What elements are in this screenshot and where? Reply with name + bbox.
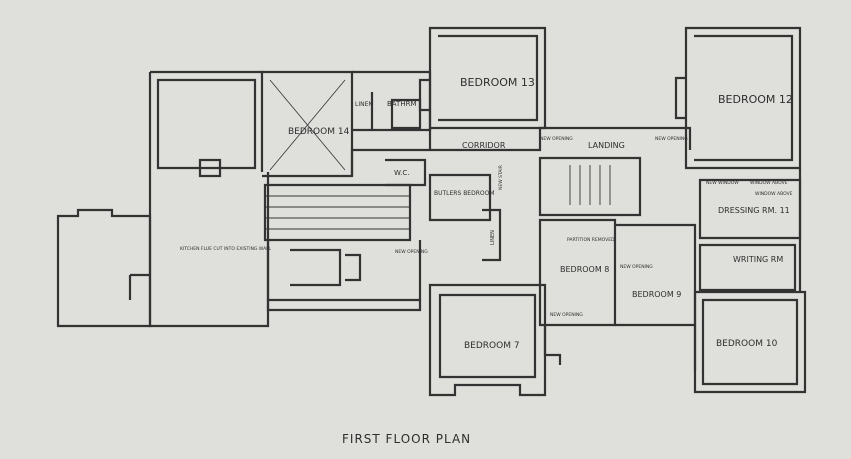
room-labels: BEDROOM 13 BEDROOM 12 BEDROOM 14 LINEN B… [288,76,793,351]
wall-main-stair [263,183,412,242]
note-new-opening-4: NEW OPENING [550,312,583,318]
wall-bedroom-14-diag [269,79,346,171]
note-window-2: WINDOW ABOVE [750,180,788,186]
wall-outer-south [266,300,697,370]
label-butlers: BUTLERS BEDROOM [434,190,495,197]
label-bathroom: BATHRM [387,100,417,108]
wall-kitchen-top-room [156,78,257,170]
note-stair: NEW STAIR [498,165,504,190]
note-window-1: NEW WINDOW [706,180,739,186]
wall-bedroom-13-bay [418,78,430,112]
label-linen: LINEN [355,101,373,108]
wall-linen-vertical [482,208,502,262]
note-new-opening-2: NEW OPENING [655,136,688,142]
label-bedroom-13: BEDROOM 13 [460,76,535,89]
note-new-opening-1: NEW OPENING [540,136,573,142]
note-partition-removed: PARTITION REMOVED [567,237,615,243]
label-linen-vertical: LINEN [490,230,496,245]
annotation-notes: NEW OPENING NEW OPENING NEW OPENING NEW … [180,136,793,318]
wall-bedroom-9 [615,223,697,327]
label-dressing-rm-11: DRESSING RM. 11 [718,206,790,215]
note-kitchen-flue: KITCHEN FLUE CUT INTO EXISTING WALL [180,246,272,252]
wall-corridor [350,126,692,176]
label-landing: LANDING [588,141,625,150]
plan-title: FIRST FLOOR PLAN [342,432,471,446]
wall-wc [385,158,427,187]
wall-writing [698,243,797,292]
label-corridor: CORRIDOR [462,141,506,150]
label-writing-rm: WRITING RM [733,255,783,264]
label-bedroom-10: BEDROOM 10 [716,339,778,349]
note-new-opening-5: NEW OPENING [620,264,653,270]
note-new-opening-3: NEW OPENING [395,249,428,255]
wall-main-stair-treads [265,195,410,230]
wall-left-wing [56,208,152,328]
wall-stair-hall [538,156,642,217]
label-bedroom-8: BEDROOM 8 [560,265,609,274]
wall-stair-treads [569,165,611,205]
wall-lines [56,26,807,397]
note-window-3: WINDOW ABOVE [755,191,793,197]
label-wc: W.C. [394,169,409,177]
wall-left-inner [128,273,150,300]
wall-kitchen [148,70,270,328]
label-bedroom-9: BEDROOM 9 [632,290,681,299]
label-bedroom-14: BEDROOM 14 [288,127,350,137]
wall-butlers [428,173,492,222]
wall-bedroom-14 [262,70,354,178]
wall-bedroom-7 [428,283,547,397]
wall-bedroom-12-bay [674,76,686,120]
wall-service [266,240,422,302]
label-bedroom-12: BEDROOM 12 [718,93,793,106]
label-bedroom-7: BEDROOM 7 [464,341,520,351]
wall-kitchen-chimney [198,158,222,178]
